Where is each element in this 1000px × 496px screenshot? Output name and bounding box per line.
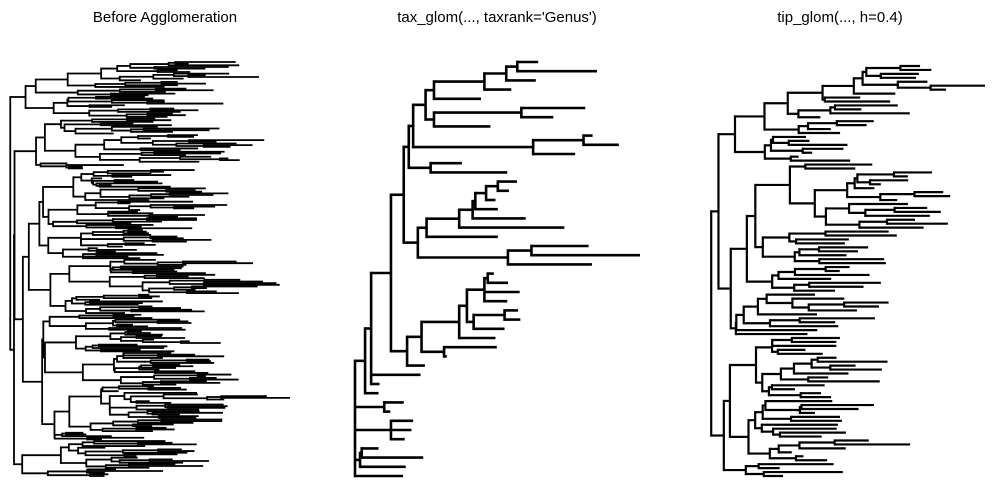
- panel-title-tax-glom: tax_glom(..., taxrank='Genus'): [397, 9, 597, 26]
- tree-before-agglomeration: [9, 61, 290, 477]
- tree-tip-glom: [710, 64, 985, 478]
- panel-title-tip-glom: tip_glom(..., h=0.4): [777, 9, 903, 26]
- panel-title-before: Before Agglomeration: [92, 9, 238, 26]
- tree-tax-glom: [353, 60, 640, 478]
